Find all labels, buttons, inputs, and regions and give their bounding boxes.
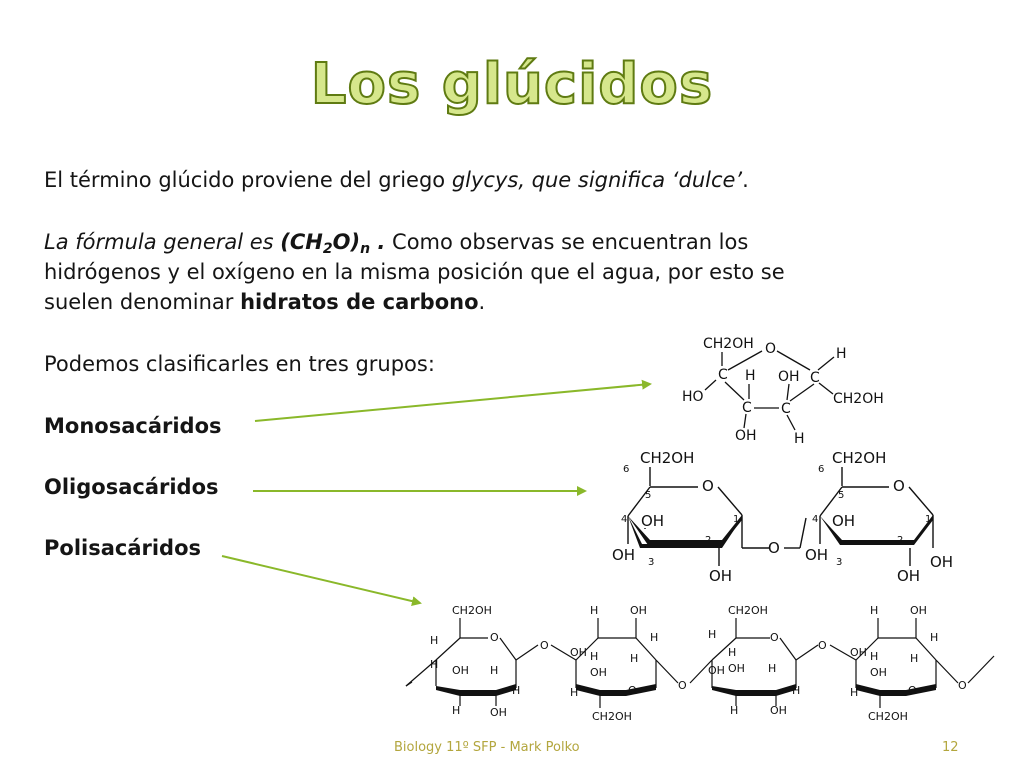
formula-line-1: La fórmula general es (CH2O)n . Como obs… [44,230,749,257]
svg-text:OH: OH [708,664,725,677]
oligosaccharide-structure: CH2OH 6 5 O 4 OH 1 OH 3 2 OH [612,449,953,585]
svg-text:H: H [430,634,438,647]
oligo-bridge-o: O [768,539,780,557]
svg-text:OH: OH [870,666,887,679]
svg-text:CH2OH: CH2OH [452,604,492,617]
svg-text:H: H [792,684,800,697]
oligo-right-oh-right: OH [930,553,953,571]
oligo-left-ch2oh: CH2OH [640,449,694,467]
formula-line-3: suelen denominar hidratos de carbono. [44,290,486,314]
arrow-poli [221,555,422,607]
polysaccharide-structure: CH2OH O H H OH H H H OH O H OH OH H H OH… [405,604,995,723]
mono-ho: HO [682,389,704,405]
svg-text:1: 1 [925,514,931,525]
mono-c3: C [742,400,752,416]
slide-title: Los glúcidos [310,51,714,118]
svg-text:OH: OH [570,646,587,659]
svg-text:3: 3 [648,557,654,568]
svg-text:3: 3 [836,557,842,568]
svg-text:O: O [540,639,549,652]
oligo-right-oh: OH [832,512,855,530]
svg-text:OH: OH [452,664,469,677]
mono-ring-o: O [765,341,776,357]
group-oligosacaridos: Oligosacáridos [44,475,219,499]
mono-h-bottom: H [794,431,805,447]
svg-text:CH2OH: CH2OH [728,604,768,617]
svg-text:OH: OH [590,666,607,679]
slide-number: 12 [942,740,959,755]
svg-text:1: 1 [733,514,739,525]
svg-text:OH: OH [728,662,745,675]
oligo-left-ring: CH2OH 6 5 O 4 OH 1 OH 3 2 OH [612,449,770,585]
svg-text:5: 5 [645,490,651,501]
intro-text: El término glúcido proviene del griego g… [44,168,749,192]
svg-text:CH2OH: CH2OH [868,710,908,723]
svg-text:O: O [958,679,967,692]
classify-text: Podemos clasificarles en tres grupos: [44,352,435,376]
mono-h-right: H [836,346,847,362]
svg-text:4: 4 [621,514,627,525]
oligo-left-oh-left: OH [612,546,635,564]
svg-text:CH2OH: CH2OH [592,710,632,723]
monosaccharide-structure: CH2OH O H C H OH C HO C C CH2OH OH H [682,336,884,447]
oligo-right-oh-left: OH [805,546,828,564]
svg-text:H: H [630,652,638,665]
mono-ch2oh-top: CH2OH [703,336,754,352]
svg-text:OH: OH [910,604,927,617]
formula-line-2: hidrógenos y el oxígeno en la misma posi… [44,260,785,284]
svg-text:H: H [430,658,438,671]
svg-text:4: 4 [812,514,818,525]
mono-c1: C [718,367,728,383]
svg-text:H: H [570,686,578,699]
svg-text:O: O [678,679,687,692]
mono-c2: C [810,370,820,386]
oligo-right-ring: CH2OH 6 5 O 4 OH 1 OH 3 2 OH OH [805,449,953,585]
oligo-right-ch2oh: CH2OH [832,449,886,467]
svg-text:O: O [490,631,499,644]
oligo-left-ring-o: O [702,477,714,495]
svg-text:H: H [930,631,938,644]
arrow-mono [254,379,652,422]
svg-text:6: 6 [818,464,824,475]
mono-c4: C [781,401,791,417]
oligo-right-ring-o: O [893,477,905,495]
mono-h1: H [745,368,756,384]
svg-text:O: O [770,631,779,644]
svg-text:H: H [650,631,658,644]
svg-text:H: H [870,650,878,663]
svg-text:H: H [452,704,460,717]
svg-text:O: O [908,684,917,697]
svg-text:H: H [870,604,878,617]
svg-text:6: 6 [623,464,629,475]
svg-text:H: H [768,662,776,675]
svg-text:H: H [910,652,918,665]
svg-text:OH: OH [490,706,507,719]
svg-text:O: O [628,684,637,697]
mono-ch2oh-right: CH2OH [833,391,884,407]
svg-text:O: O [818,639,827,652]
svg-text:OH: OH [630,604,647,617]
group-monosacaridos: Monosacáridos [44,414,222,438]
svg-text:H: H [730,704,738,717]
svg-text:H: H [708,628,716,641]
svg-text:H: H [590,604,598,617]
oligo-left-oh: OH [641,512,664,530]
svg-text:H: H [728,646,736,659]
oligo-left-oh-bottom: OH [709,567,732,585]
group-polisacaridos: Polisacáridos [44,536,202,560]
svg-text:5: 5 [838,490,844,501]
svg-text:OH: OH [850,646,867,659]
svg-text:OH: OH [770,704,787,717]
svg-text:H: H [590,650,598,663]
mono-oh-bottom: OH [735,428,757,444]
svg-text:H: H [490,664,498,677]
oligo-right-oh-bottom: OH [897,567,920,585]
general-formula: (CH2O)n . [280,230,386,257]
svg-text:H: H [850,686,858,699]
svg-text:H: H [512,684,520,697]
footer-credit: Biology 11º SFP - Mark Polko [394,740,580,755]
mono-oh1: OH [778,369,800,385]
